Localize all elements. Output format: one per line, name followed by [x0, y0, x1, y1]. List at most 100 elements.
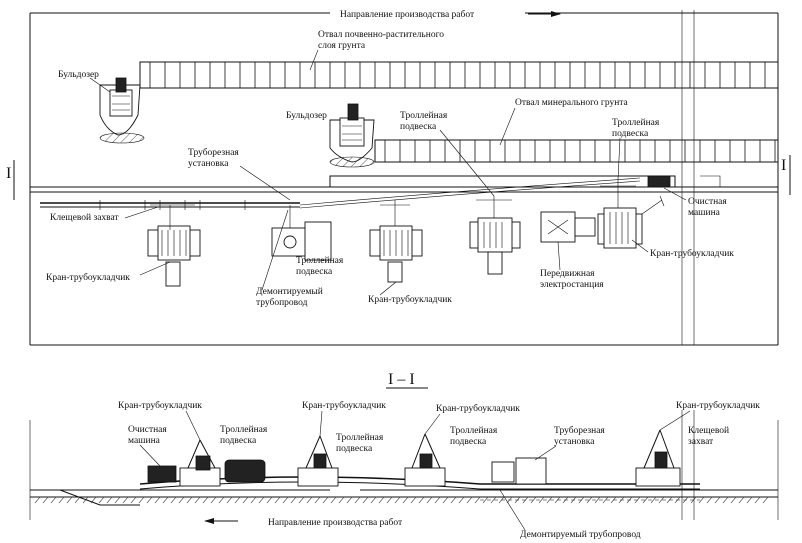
section-crane-4-leader	[659, 410, 691, 431]
ground-hatch-tick	[42, 496, 49, 504]
topsoil-label-line1: Отвал почвенно-растительного	[318, 30, 444, 40]
cutting-unit-label-2: установка	[188, 159, 229, 169]
section-cutting-label-2: установка	[554, 437, 595, 447]
ground-hatch-tick	[546, 496, 553, 504]
section-crane-4	[635, 429, 681, 487]
ground-hatch-tick	[98, 496, 105, 504]
trolley-3-label-1: Троллейная	[612, 117, 660, 128]
ground-hatch-tick	[730, 496, 737, 504]
ground-hatch-tick	[130, 496, 137, 504]
ground-hatch-tick	[170, 496, 177, 504]
mineral-spoil-label: Отвал минерального грунта	[515, 98, 629, 108]
ground-hatch-tick	[738, 496, 745, 504]
ground-hatch-tick	[146, 496, 153, 504]
topsoil-spoil-heap	[139, 61, 779, 89]
ground-hatch-tick	[434, 496, 441, 504]
crane-2-leader	[379, 281, 397, 296]
crane-pipelayer-middle	[469, 196, 521, 275]
ground-hatch-tick	[210, 496, 217, 504]
crane-1-label: Кран-трубоукладчик	[46, 272, 130, 283]
ground-hatch-tick	[162, 496, 169, 504]
power-station-leader	[557, 241, 561, 271]
ground-hatch-tick	[642, 496, 649, 504]
crane-3-label: Кран-трубоукладчик	[650, 248, 734, 259]
trolley-1-label-1: Троллейная	[296, 255, 344, 266]
ground-hatch-tick	[282, 496, 289, 504]
ground-hatch-tick	[354, 496, 361, 504]
ground-hatch-tick	[330, 496, 337, 504]
pipe-joints	[99, 200, 246, 210]
ground-hatch-tick	[242, 496, 249, 504]
ground-hatch-tick	[410, 496, 417, 504]
ground-hatch-tick	[138, 496, 145, 504]
section-trolley-3-label-1: Троллейная	[450, 425, 498, 436]
mineral-leader	[499, 107, 516, 146]
section-trolley-3-label-2: подвеска	[450, 437, 487, 447]
topsoil-leader	[309, 49, 319, 71]
ground-hatch-tick	[378, 496, 385, 504]
ground-hatch-tick	[290, 496, 297, 504]
bulldozer-2-label: Бульдозер	[286, 111, 327, 121]
ground-hatch-tick	[698, 496, 705, 504]
section-cleaning-label-2: машина	[128, 436, 161, 446]
ground-hatch-tick	[714, 496, 721, 504]
ground-hatch-tick	[50, 496, 57, 504]
break-lines-section	[681, 410, 695, 520]
ground-hatch-tick	[530, 496, 537, 504]
topsoil-label-line2: слоя грунта	[318, 41, 366, 51]
ground-hatch-tick	[298, 496, 305, 504]
ground-hatch-tick	[402, 496, 409, 504]
ground-hatch-tick	[274, 496, 281, 504]
ground-hatch-tick	[650, 496, 657, 504]
trench-end	[700, 175, 721, 187]
ground-hatch-tick	[490, 496, 497, 504]
section-crane-1	[179, 439, 266, 487]
section-cutting-label-1: Труборезная	[554, 425, 605, 436]
ground-hatch-tick	[426, 496, 433, 504]
ground-hatch-tick	[106, 496, 113, 504]
ground-hatch-tick	[658, 496, 665, 504]
ground-hatch-tick	[586, 496, 593, 504]
section-trolley-1-label-1: Троллейная	[220, 424, 268, 435]
ground-hatch-tick	[418, 496, 425, 504]
power-station-label-1: Передвижная	[540, 269, 595, 279]
ground-hatch-tick	[338, 496, 345, 504]
ground-hatch-tick	[178, 496, 185, 504]
ground-hatch-tick	[226, 496, 233, 504]
section-crane-4-label: Кран-трубоукладчик	[676, 400, 760, 411]
section-dismantled-pipe-leader	[499, 489, 526, 531]
section-cutting-leader	[534, 445, 557, 461]
crane-2-label: Кран-трубоукладчик	[368, 294, 452, 305]
topsoil-spoil-ticks	[149, 62, 766, 88]
cleaning-machine-label-2: машина	[688, 208, 721, 218]
clamp-grip-leader	[124, 206, 159, 219]
ground-hatch-tick	[746, 496, 753, 504]
cleaning-machine-leader	[663, 187, 687, 201]
bulldozer-1	[99, 77, 145, 144]
mineral-spoil-ticks	[384, 140, 776, 162]
section-crane-3-leader	[424, 413, 441, 435]
plan-direction-label: Направление производства работ	[340, 9, 475, 20]
ground-hatch-tick	[706, 496, 713, 504]
ground-hatch-tick	[442, 496, 449, 504]
section-cleaning-label-1: Очистная	[128, 425, 167, 435]
ground-hatch-tick	[58, 496, 65, 504]
ground-hatch-tick	[186, 496, 193, 504]
break-lines-plan	[681, 10, 695, 345]
upper-pipe-string	[329, 175, 676, 188]
ground-hatch-tick	[458, 496, 465, 504]
section-dismantled-pipe-label: Демонтируемый трубопровод	[520, 529, 641, 540]
crane-3-leader	[631, 239, 649, 253]
trolley-3-leader	[617, 137, 621, 181]
ground-hatch-tick	[362, 496, 369, 504]
ground-hatch-tick	[122, 496, 129, 504]
ground-hatch-tick	[234, 496, 241, 504]
ground-hatch-tick	[482, 496, 489, 504]
bulldozer-1-leader	[89, 77, 111, 93]
section-direction-label: Направление производства работ	[268, 517, 403, 528]
cleaning-machine-section	[147, 465, 177, 483]
section-mark-left: I	[6, 165, 11, 182]
crane-pipelayer-right	[597, 180, 665, 249]
section-trolley-2-label-2: подвеска	[336, 444, 373, 454]
